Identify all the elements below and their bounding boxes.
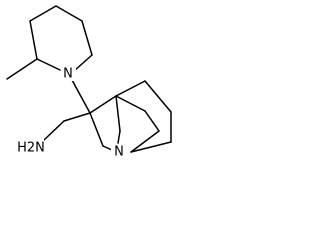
bond-pip-c5-c1	[29, 20, 38, 60]
bond-quat-c-ch2	[89, 112, 104, 147]
bond-c-c-c-d	[144, 80, 172, 113]
piperidine-ring	[6, 5, 93, 114]
bond-pip-c1-c2	[29, 5, 57, 22]
bond-c-a-c-b	[144, 110, 160, 132]
structure-svg: N N H2N	[6, 5, 172, 160]
bond-bridgehead-c-f	[115, 95, 121, 132]
aminomethyl-group	[43, 112, 91, 141]
bond-pip-c4-n	[73, 54, 93, 72]
quinuclidine-cage	[89, 80, 172, 153]
bond-bridgehead-c-a	[115, 95, 146, 112]
bond-ch2-n	[102, 145, 113, 151]
bond-c-f-n	[117, 130, 121, 144]
bond-pip-n-quat-c	[71, 79, 91, 114]
bond-c-b-n	[130, 130, 160, 153]
bond-pip-c3-c4	[81, 20, 93, 56]
bond-pip-n-c5	[36, 58, 61, 71]
quinuclidine-nitrogen-label: N	[114, 145, 124, 160]
bond-quat-c-ch2n	[63, 112, 91, 122]
bond-pip-c2-c3	[55, 5, 83, 22]
bond-quat-c-bridgehead	[89, 95, 117, 114]
amine-label: H2N	[17, 141, 45, 156]
piperidine-nitrogen-label: N	[63, 67, 73, 82]
atom-labels: N N H2N	[17, 65, 127, 160]
molecule-diagram: N N H2N	[0, 0, 176, 185]
bond-c-e-n	[130, 141, 172, 153]
bond-bridgehead-c-c	[115, 80, 146, 97]
bond-ch2-nh2	[43, 120, 65, 141]
bond-methyl	[6, 58, 38, 80]
